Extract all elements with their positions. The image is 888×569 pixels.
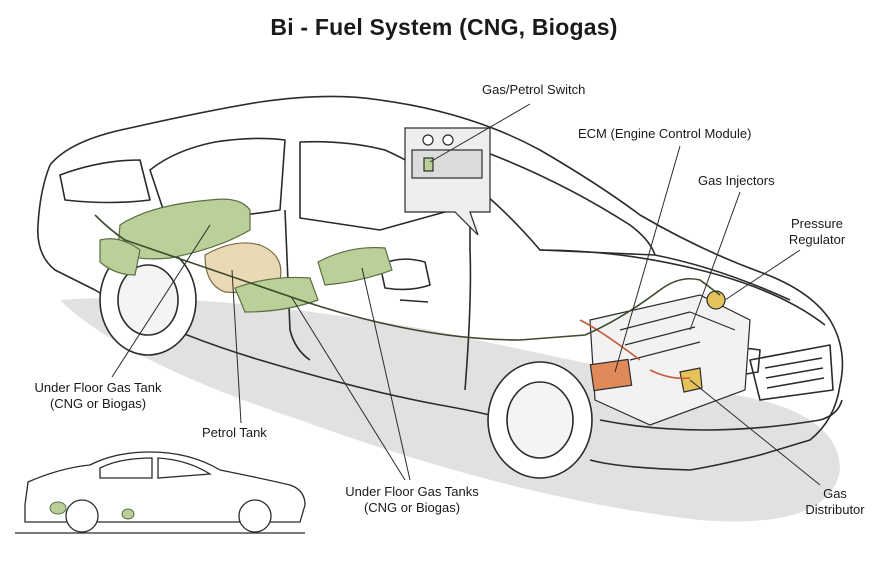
label-under-floor-gas-tank-line2: (CNG or Biogas) — [49, 396, 147, 411]
ecm-unit — [589, 358, 633, 392]
small-car-tanks — [49, 501, 135, 520]
label-gas-distributor-line1: Gas — [823, 486, 847, 501]
gas-tanks-underfloor — [234, 246, 393, 313]
gas-tank-rear — [99, 198, 251, 276]
label-pressure-regulator-line2: Regulator — [788, 232, 846, 247]
label-ecm: ECM (Engine Control Module) — [578, 126, 752, 141]
diagram-title: Bi - Fuel System (CNG, Biogas) — [270, 14, 618, 40]
gas-distributor-part — [679, 367, 703, 393]
leader-tanks-b — [361, 267, 411, 481]
leader-petrol-tank — [231, 269, 242, 424]
fuel-line — [94, 214, 721, 341]
dashboard-inset — [404, 127, 491, 236]
engine-block — [589, 294, 751, 426]
front-wheel — [487, 361, 593, 479]
leader-pressure-regulator — [724, 249, 801, 301]
leader-tanks-a — [291, 297, 406, 481]
label-under-floor-gas-tank: Under Floor Gas Tank (CNG or Biogas) — [18, 380, 178, 412]
leader-gas-petrol-switch — [429, 103, 531, 163]
leader-under-floor-tank — [111, 224, 211, 378]
label-under-floor-gas-tank-line1: Under Floor Gas Tank — [34, 380, 162, 395]
ground-shadow — [60, 298, 840, 522]
label-under-floor-gas-tanks-line2: (CNG or Biogas) — [363, 500, 461, 515]
label-under-floor-gas-tanks-line1: Under Floor Gas Tanks — [345, 484, 479, 499]
label-pressure-regulator-line1: Pressure — [790, 216, 844, 231]
leader-gas-injectors — [689, 191, 741, 331]
label-gas-injectors: Gas Injectors — [698, 173, 775, 188]
label-gas-distributor-line2: Distributor — [805, 502, 865, 517]
label-pressure-regulator: Pressure Regulator — [772, 216, 862, 248]
label-petrol-tank: Petrol Tank — [202, 425, 267, 440]
label-under-floor-gas-tanks: Under Floor Gas Tanks (CNG or Biogas) — [332, 484, 492, 516]
leader-ecm — [614, 145, 681, 373]
gas-injector-lines — [579, 319, 691, 380]
small-car-sideview — [15, 451, 306, 534]
label-gas-distributor: Gas Distributor — [790, 486, 880, 518]
leader-gas-distributor — [689, 379, 821, 486]
label-gas-petrol-switch: Gas/Petrol Switch — [482, 82, 586, 97]
